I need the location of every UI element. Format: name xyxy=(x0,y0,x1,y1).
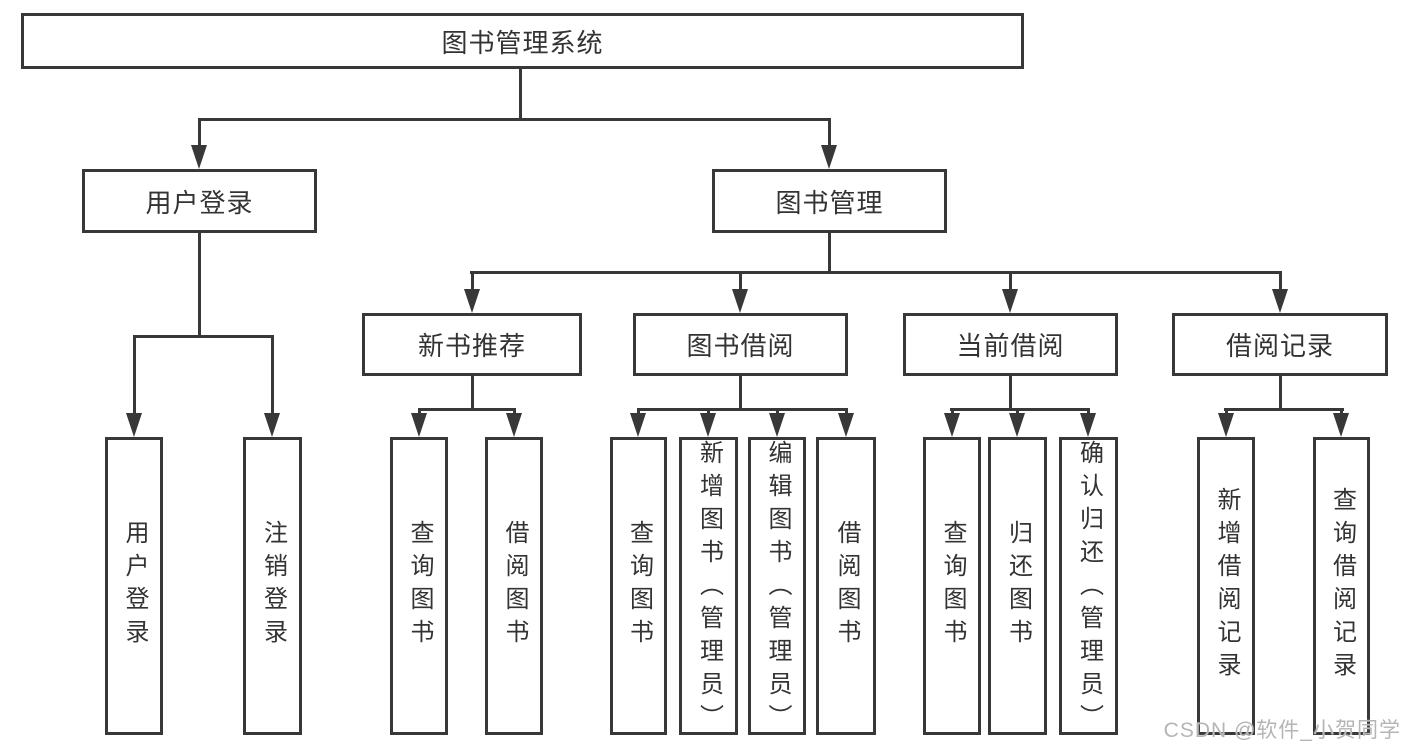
connector-arrow-stem-br1 xyxy=(1225,408,1228,417)
connector-level2-hline xyxy=(198,118,830,121)
connector-arrow-stem-nb2 xyxy=(513,408,516,417)
connector-book-borrow-stub xyxy=(739,376,742,410)
connector-arrow-stem-bb3 xyxy=(776,408,779,417)
connector-arrow-stem-nb1 xyxy=(418,408,421,417)
arrowhead-nb1 xyxy=(411,413,427,437)
node-user-login: 用户登录 xyxy=(82,169,317,233)
connector-borrow-record-hline xyxy=(1224,408,1344,411)
leaf-query-books-borrow: 查询图书 xyxy=(610,437,667,735)
leaf-add-borrow-record: 新增借阅记录 xyxy=(1197,437,1255,735)
leaf-query-books-newbook: 查询图书 xyxy=(390,437,448,735)
arrowhead-borrow-record xyxy=(1272,289,1288,313)
connector-arrow-stem-book-borrow xyxy=(739,271,742,291)
connector-current-borrow-hline xyxy=(950,408,1090,411)
connector-new-book-stub xyxy=(471,376,474,410)
leaf-logout: 注销登录 xyxy=(243,437,302,735)
leaf-add-books-admin: 新增图书（管理员） xyxy=(679,437,738,737)
connector-arrow-stem-cb2 xyxy=(1016,408,1019,417)
connector-root-stub xyxy=(519,69,522,121)
leaf-return-books: 归还图书 xyxy=(988,437,1047,735)
arrowhead-leaf-user-login xyxy=(126,413,142,437)
connector-user-login-stub xyxy=(198,233,201,337)
connector-arrow-stem-current-borrow xyxy=(1009,271,1012,291)
arrowhead-bb2 xyxy=(700,413,716,437)
arrowhead-br1 xyxy=(1218,413,1234,437)
arrowhead-new-book xyxy=(464,289,480,313)
watermark-text: CSDN @软件_小贺同学 xyxy=(1163,719,1401,742)
arrowhead-book-borrow xyxy=(732,289,748,313)
connector-arrow-stem-user-login xyxy=(198,118,201,147)
arrowhead-leaf-logout xyxy=(264,413,280,437)
arrowhead-bb1 xyxy=(630,413,646,437)
arrowhead-cb3 xyxy=(1080,413,1096,437)
leaf-borrow-books-newbook: 借阅图书 xyxy=(485,437,543,735)
connector-borrow-record-stub xyxy=(1279,376,1282,410)
leaf-query-books-current: 查询图书 xyxy=(923,437,981,735)
connector-arrow-stem-bb2 xyxy=(707,408,710,417)
node-root-system: 图书管理系统 xyxy=(21,13,1024,69)
leaf-edit-books-admin: 编辑图书（管理员） xyxy=(748,437,806,737)
arrowhead-cb2 xyxy=(1009,413,1025,437)
connector-level3-hline xyxy=(470,271,1282,274)
arrowhead-current-borrow xyxy=(1002,289,1018,313)
leaf-confirm-return-admin: 确认归还（管理员） xyxy=(1059,437,1118,737)
connector-arrow-stem-new-book xyxy=(471,271,474,291)
connector-arrow-stem-bb1 xyxy=(637,408,640,417)
arrowhead-nb2 xyxy=(506,413,522,437)
connector-arrow-stem-leaf-logout xyxy=(271,335,274,415)
node-borrowing-records: 借阅记录 xyxy=(1172,313,1388,376)
connector-current-borrow-stub xyxy=(1009,376,1012,410)
node-current-borrowing: 当前借阅 xyxy=(903,313,1118,376)
connector-arrow-stem-cb1 xyxy=(951,408,954,417)
arrowhead-br2 xyxy=(1333,413,1349,437)
arrowhead-cb1 xyxy=(944,413,960,437)
connector-arrow-stem-bb4 xyxy=(845,408,848,417)
connector-book-management-stub xyxy=(828,233,831,273)
arrowhead-bb4 xyxy=(838,413,854,437)
node-book-borrowing: 图书借阅 xyxy=(633,313,848,376)
arrowhead-user-login xyxy=(191,145,207,169)
connector-arrow-stem-book-management xyxy=(828,118,831,147)
connector-arrow-stem-borrow-record xyxy=(1279,271,1282,291)
leaf-user-login: 用户登录 xyxy=(105,437,163,735)
arrowhead-book-management xyxy=(821,145,837,169)
connector-user-login-hline xyxy=(133,335,274,338)
leaf-query-borrow-record: 查询借阅记录 xyxy=(1313,437,1370,735)
leaf-borrow-books-borrow: 借阅图书 xyxy=(816,437,876,735)
connector-book-borrow-hline xyxy=(637,408,848,411)
connector-arrow-stem-br2 xyxy=(1340,408,1343,417)
node-book-management: 图书管理 xyxy=(712,169,947,233)
arrowhead-bb3 xyxy=(769,413,785,437)
connector-new-book-hline xyxy=(418,408,516,411)
connector-arrow-stem-leaf-user-login xyxy=(133,335,136,415)
node-new-book-recommend: 新书推荐 xyxy=(362,313,582,376)
connector-arrow-stem-cb3 xyxy=(1087,408,1090,417)
